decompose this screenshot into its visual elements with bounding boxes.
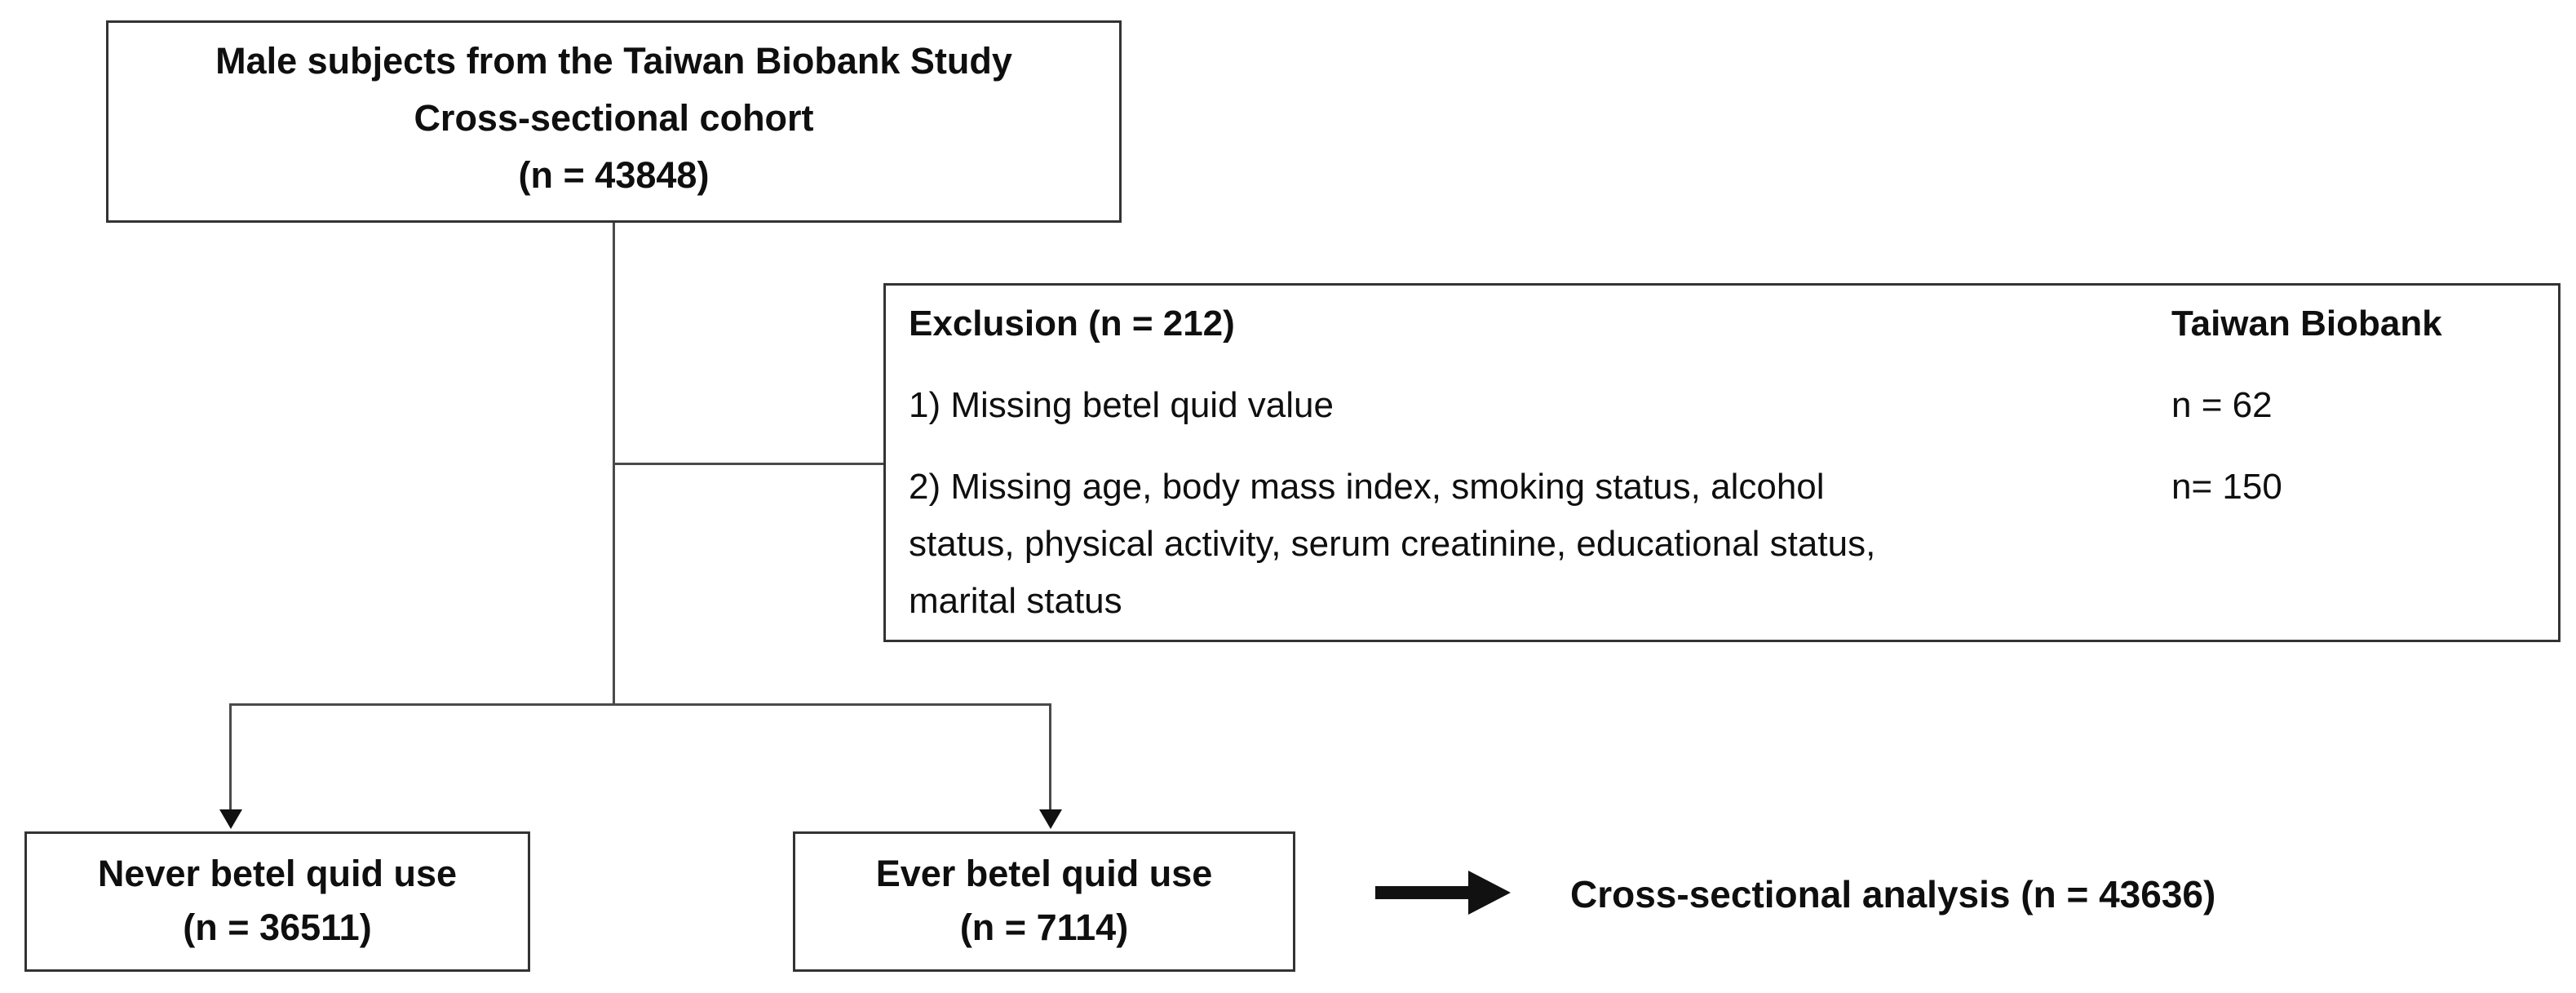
connector-exclusion-horizontal-line xyxy=(613,463,883,465)
top-cohort-box: Male subjects from the Taiwan Biobank St… xyxy=(106,20,1122,223)
exclusion-item-2-line-2: status, physical activity, serum creatin… xyxy=(909,524,1876,564)
connector-branch-horizontal-line xyxy=(230,703,1051,706)
exclusion-item-2-line-1: 2) Missing age, body mass index, smoking… xyxy=(909,467,1825,507)
exclusion-title: Exclusion (n = 212) xyxy=(909,304,1235,344)
never-betel-quid-count: (n = 36511) xyxy=(183,907,372,948)
ever-betel-quid-box: Ever betel quid use (n = 7114) xyxy=(793,831,1295,972)
exclusion-item-2-count: n= 150 xyxy=(2171,467,2282,507)
exclusion-item-1: 1) Missing betel quid value xyxy=(909,385,1334,425)
exclusion-criteria-column: Exclusion (n = 212) 1) Missing betel qui… xyxy=(909,295,2171,630)
exclusion-column-header: Taiwan Biobank xyxy=(2171,304,2442,344)
top-cohort-count: (n = 43848) xyxy=(518,154,710,196)
ever-betel-quid-count: (n = 7114) xyxy=(959,907,1129,948)
outcome-label: Cross-sectional analysis (n = 43636) xyxy=(1570,873,2216,915)
arrowhead-down-left-icon xyxy=(219,809,242,829)
arrowhead-down-right-icon xyxy=(1039,809,1062,829)
exclusion-counts-column: Taiwan Biobank n = 62 n= 150 xyxy=(2171,295,2535,630)
ever-betel-quid-label: Ever betel quid use xyxy=(875,853,1213,894)
top-cohort-line-1: Male subjects from the Taiwan Biobank St… xyxy=(215,40,1012,82)
exclusion-item-2: 2) Missing age, body mass index, smoking… xyxy=(909,459,2171,630)
arrow-right-shaft-icon xyxy=(1375,886,1470,899)
never-betel-quid-label: Never betel quid use xyxy=(97,853,458,894)
connector-right-branch-vertical-line xyxy=(1049,703,1051,811)
exclusion-box: Exclusion (n = 212) 1) Missing betel qui… xyxy=(883,283,2561,642)
exclusion-item-2-line-3: marital status xyxy=(909,581,1122,621)
connector-left-branch-vertical-line xyxy=(229,703,232,811)
exclusion-item-1-count: n = 62 xyxy=(2171,385,2273,425)
never-betel-quid-box: Never betel quid use (n = 36511) xyxy=(24,831,530,972)
arrow-right-icon xyxy=(1468,871,1511,915)
top-cohort-line-2: Cross-sectional cohort xyxy=(414,97,814,139)
